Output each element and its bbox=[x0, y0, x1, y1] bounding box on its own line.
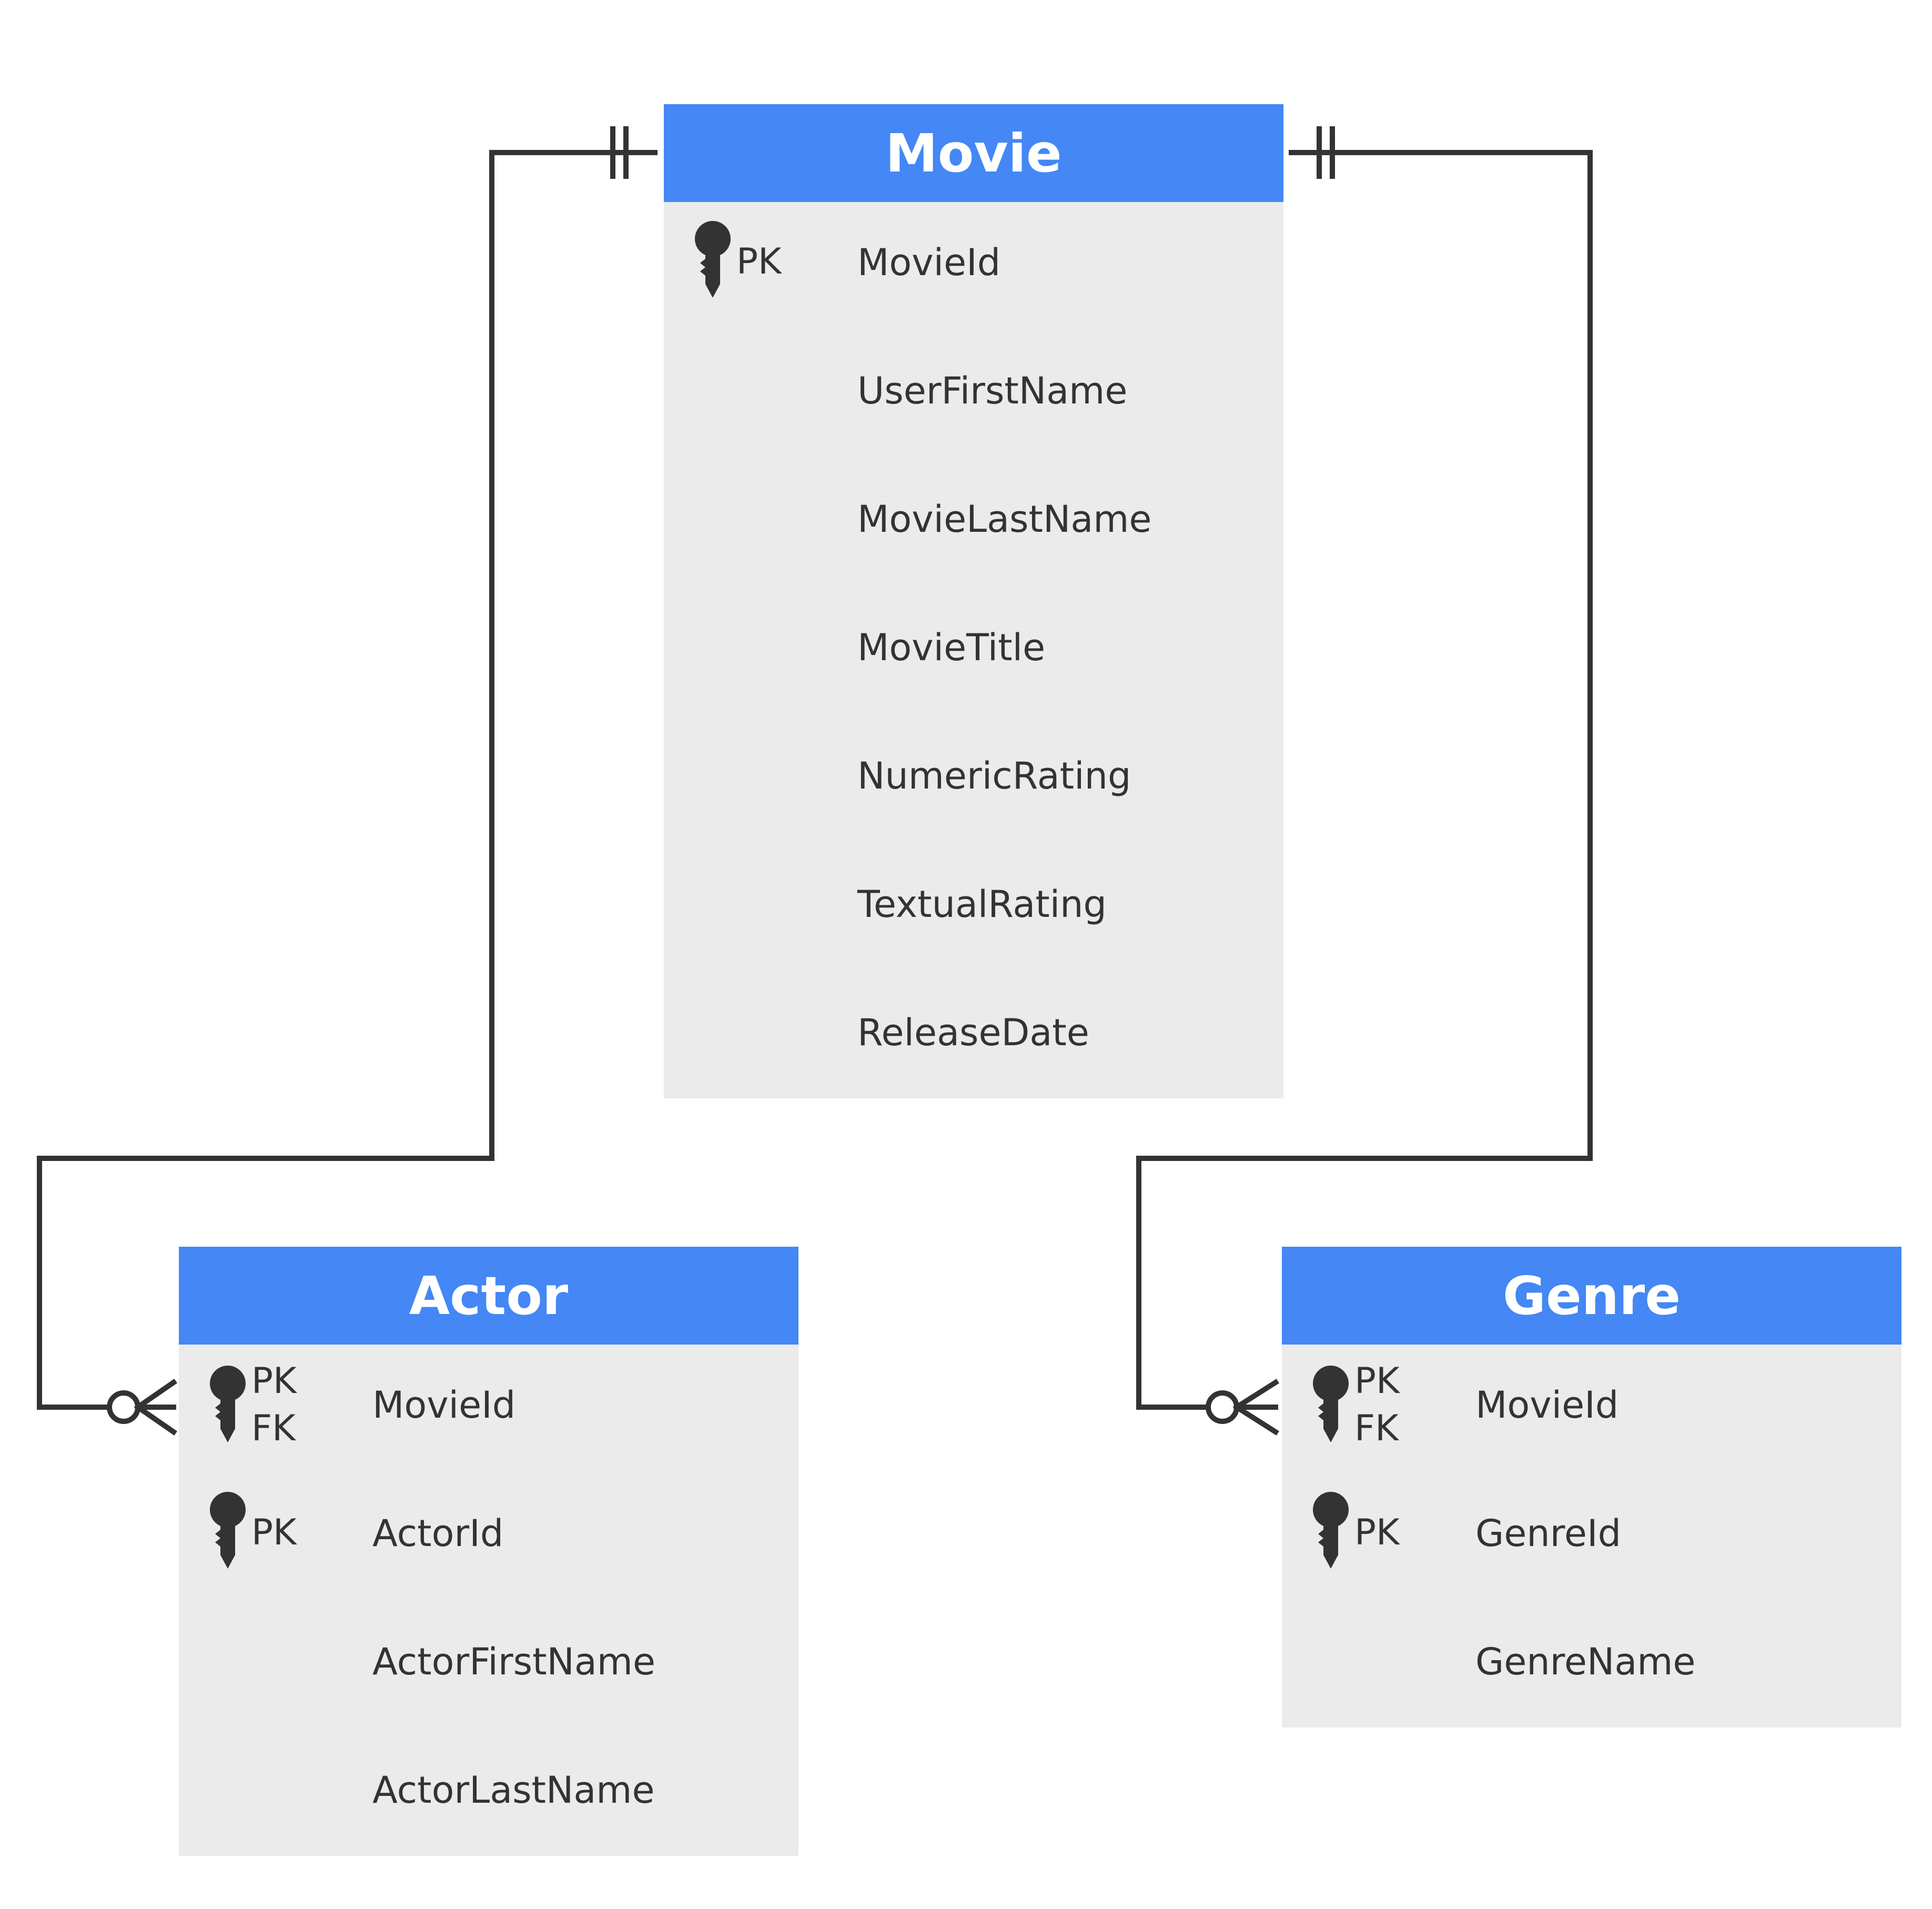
primary-key-label: PK bbox=[1354, 1360, 1400, 1402]
attribute-name: ActorFirstName bbox=[372, 1640, 656, 1683]
zero-optional-circle-actor bbox=[107, 1390, 140, 1424]
attribute-name: MovieId bbox=[1475, 1383, 1619, 1427]
key-icon bbox=[210, 1492, 246, 1569]
attribute-name: NumericRating bbox=[857, 754, 1131, 797]
key-icon bbox=[210, 1366, 246, 1442]
attribute-row[interactable]: PK ActorId bbox=[179, 1492, 798, 1570]
attribute-row[interactable]: PK FK MovieId bbox=[1282, 1363, 1901, 1447]
crowfoot-genre-top bbox=[1233, 1379, 1279, 1411]
attribute-name: MovieId bbox=[372, 1383, 516, 1427]
attribute-row[interactable]: MovieTitle bbox=[664, 610, 1283, 684]
primary-key-label: PK bbox=[736, 241, 782, 282]
attribute-row[interactable]: TextualRating bbox=[664, 867, 1283, 941]
key-icon bbox=[1313, 1366, 1349, 1442]
attribute-name: ReleaseDate bbox=[857, 1011, 1089, 1054]
attribute-name: MovieId bbox=[857, 241, 1001, 284]
attribute-row[interactable]: ReleaseDate bbox=[664, 995, 1283, 1069]
entity-title: Movie bbox=[664, 104, 1283, 202]
attribute-name: MovieTitle bbox=[857, 626, 1046, 669]
attribute-row[interactable]: PK FK MovieId bbox=[179, 1363, 798, 1447]
entity-title: Genre bbox=[1282, 1247, 1901, 1345]
attribute-name: GenreId bbox=[1475, 1512, 1622, 1555]
crowfoot-genre-bottom bbox=[1233, 1403, 1279, 1436]
key-icon bbox=[1313, 1492, 1349, 1569]
attribute-row[interactable]: MovieLastName bbox=[664, 482, 1283, 555]
primary-key-label: PK bbox=[251, 1360, 297, 1402]
attribute-row[interactable]: NumericRating bbox=[664, 739, 1283, 812]
attribute-name: MovieLastName bbox=[857, 498, 1152, 541]
connector-movie-genre bbox=[1136, 150, 1593, 1410]
key-icon bbox=[695, 221, 731, 298]
attribute-name: ActorId bbox=[372, 1512, 504, 1555]
attribute-name: GenreName bbox=[1475, 1640, 1696, 1683]
attribute-row[interactable]: PK GenreId bbox=[1282, 1492, 1901, 1570]
attribute-row[interactable]: ActorLastName bbox=[179, 1753, 798, 1826]
attribute-name: UserFirstName bbox=[857, 369, 1128, 412]
crowfoot-actor-top bbox=[134, 1379, 177, 1411]
attribute-row[interactable]: ActorFirstName bbox=[179, 1624, 798, 1698]
entity-title: Actor bbox=[179, 1247, 798, 1345]
primary-key-label: PK bbox=[1354, 1512, 1400, 1553]
zero-optional-circle-genre bbox=[1206, 1390, 1239, 1424]
attribute-name: TextualRating bbox=[857, 883, 1107, 926]
connector-movie-actor bbox=[37, 150, 658, 1410]
crowfoot-actor-bottom bbox=[134, 1403, 177, 1436]
attribute-name: ActorLastName bbox=[372, 1769, 655, 1812]
foreign-key-label: FK bbox=[1354, 1408, 1399, 1449]
attribute-row[interactable]: PK MovieId bbox=[664, 221, 1283, 299]
attribute-row[interactable]: GenreName bbox=[1282, 1624, 1901, 1698]
primary-key-label: PK bbox=[251, 1512, 297, 1553]
attribute-row[interactable]: UserFirstName bbox=[664, 353, 1283, 427]
foreign-key-label: FK bbox=[251, 1408, 296, 1449]
